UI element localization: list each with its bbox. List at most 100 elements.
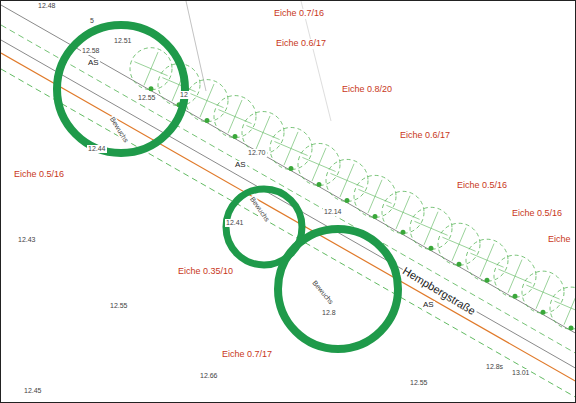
tree-label: Eiche 0.6/17	[275, 39, 327, 49]
tree-spoke	[302, 157, 319, 164]
tree-spoke	[144, 69, 151, 86]
tree-trunk	[289, 166, 294, 171]
map-label: 13.01	[511, 369, 531, 377]
map-label: 12	[179, 91, 189, 99]
tree-trunk	[513, 294, 518, 299]
tree-spoke	[470, 253, 487, 260]
tree-spoke	[396, 212, 403, 229]
tree-spoke	[543, 292, 560, 299]
tree-crown	[354, 175, 396, 217]
map-label: 12.45	[23, 387, 43, 395]
tree-trunk	[569, 326, 574, 331]
map-label: Bewuchs	[108, 115, 131, 145]
tree-trunk	[317, 182, 322, 187]
tree-label: Eiche 0.7/17	[221, 350, 273, 360]
map-label: Bewuchs	[248, 195, 272, 224]
tree-crown	[494, 255, 536, 297]
tree-spoke	[526, 285, 543, 292]
tree-spoke	[256, 133, 263, 150]
tree-spoke	[459, 244, 476, 251]
tree-spoke	[571, 308, 576, 315]
tree-spoke	[162, 78, 179, 85]
tree-crown	[410, 207, 452, 249]
map-label: 12.66	[199, 372, 219, 380]
tree-crown	[522, 271, 564, 313]
map-label: 12.55	[409, 379, 429, 387]
tree-trunk	[401, 230, 406, 235]
tree-crowns	[130, 48, 576, 331]
tree-trunk	[149, 86, 154, 91]
tree-crown	[550, 287, 576, 329]
tree-spoke	[368, 196, 375, 213]
tree-crown	[186, 80, 228, 122]
tree-spoke	[151, 52, 158, 69]
tree-crown	[242, 112, 284, 154]
tree-spoke	[564, 308, 571, 325]
tree-spoke	[487, 244, 494, 261]
tree-spoke	[358, 189, 375, 196]
tree-spoke	[442, 237, 459, 244]
tree-spoke	[330, 173, 347, 180]
tree-crown	[270, 128, 312, 170]
tree-trunk	[485, 278, 490, 283]
road-edge	[1, 5, 576, 334]
tree-spoke	[347, 180, 364, 187]
hedge-line	[1, 69, 576, 398]
tree-crown	[298, 143, 340, 185]
tree-spoke	[246, 126, 263, 133]
tree-label: Eiche 0.35/10	[177, 267, 234, 277]
tree-spoke	[200, 101, 207, 118]
tree-spoke	[312, 164, 319, 181]
tree-crown	[214, 96, 256, 138]
street-name: Hempbergstraße	[400, 264, 479, 318]
highlight-ring	[278, 229, 398, 349]
tree-spoke	[431, 228, 448, 235]
tree-spoke	[235, 100, 242, 117]
tree-spoke	[431, 212, 438, 229]
tree-spoke	[515, 260, 522, 277]
highlight-ring	[57, 25, 185, 153]
tree-spoke	[536, 292, 543, 309]
tree-label: Eiche 0.5/16	[511, 209, 563, 219]
tree-spoke	[207, 84, 214, 101]
map-label: 12.8s	[485, 363, 504, 371]
tree-trunk	[429, 246, 434, 251]
tree-trunk	[233, 134, 238, 139]
tree-trunk	[541, 310, 546, 315]
tree-crown	[130, 48, 172, 90]
map-label: AS	[87, 59, 100, 68]
tree-spoke	[319, 148, 326, 165]
map-label: 12.41	[225, 219, 245, 227]
tree-spoke	[487, 260, 504, 267]
tree-spoke	[498, 269, 515, 276]
tree-trunk	[457, 262, 462, 267]
tree-spoke	[424, 228, 431, 245]
map-label: 12.48	[37, 2, 57, 10]
parcel-line	[186, 1, 206, 91]
tree-label: Eiche 0.7/16	[273, 9, 325, 19]
tree-spoke	[515, 276, 532, 283]
tree-spoke	[134, 62, 151, 69]
boundary-line	[1, 53, 576, 382]
tree-label: Eiche 0.6/17	[399, 131, 451, 141]
tree-spoke	[403, 212, 420, 219]
map-label: 12.55	[137, 94, 157, 102]
tree-label: Eiche	[547, 235, 572, 245]
tree-spoke	[274, 141, 291, 148]
map-label: 12.58	[81, 47, 101, 55]
map-label: Bewuchs	[310, 278, 335, 306]
road-edge	[1, 40, 576, 369]
tree-spoke	[403, 196, 410, 213]
tree-spoke	[452, 244, 459, 261]
map-label: 12.55	[109, 302, 129, 310]
tree-spoke	[375, 180, 382, 197]
tree-crown	[326, 159, 368, 201]
hedge-line	[1, 25, 576, 354]
tree-spoke	[571, 292, 576, 309]
parcel-line	[301, 1, 331, 121]
tree-spoke	[508, 276, 515, 293]
tree-spoke	[480, 260, 487, 277]
tree-spoke	[543, 276, 550, 293]
tree-spoke	[263, 116, 270, 133]
